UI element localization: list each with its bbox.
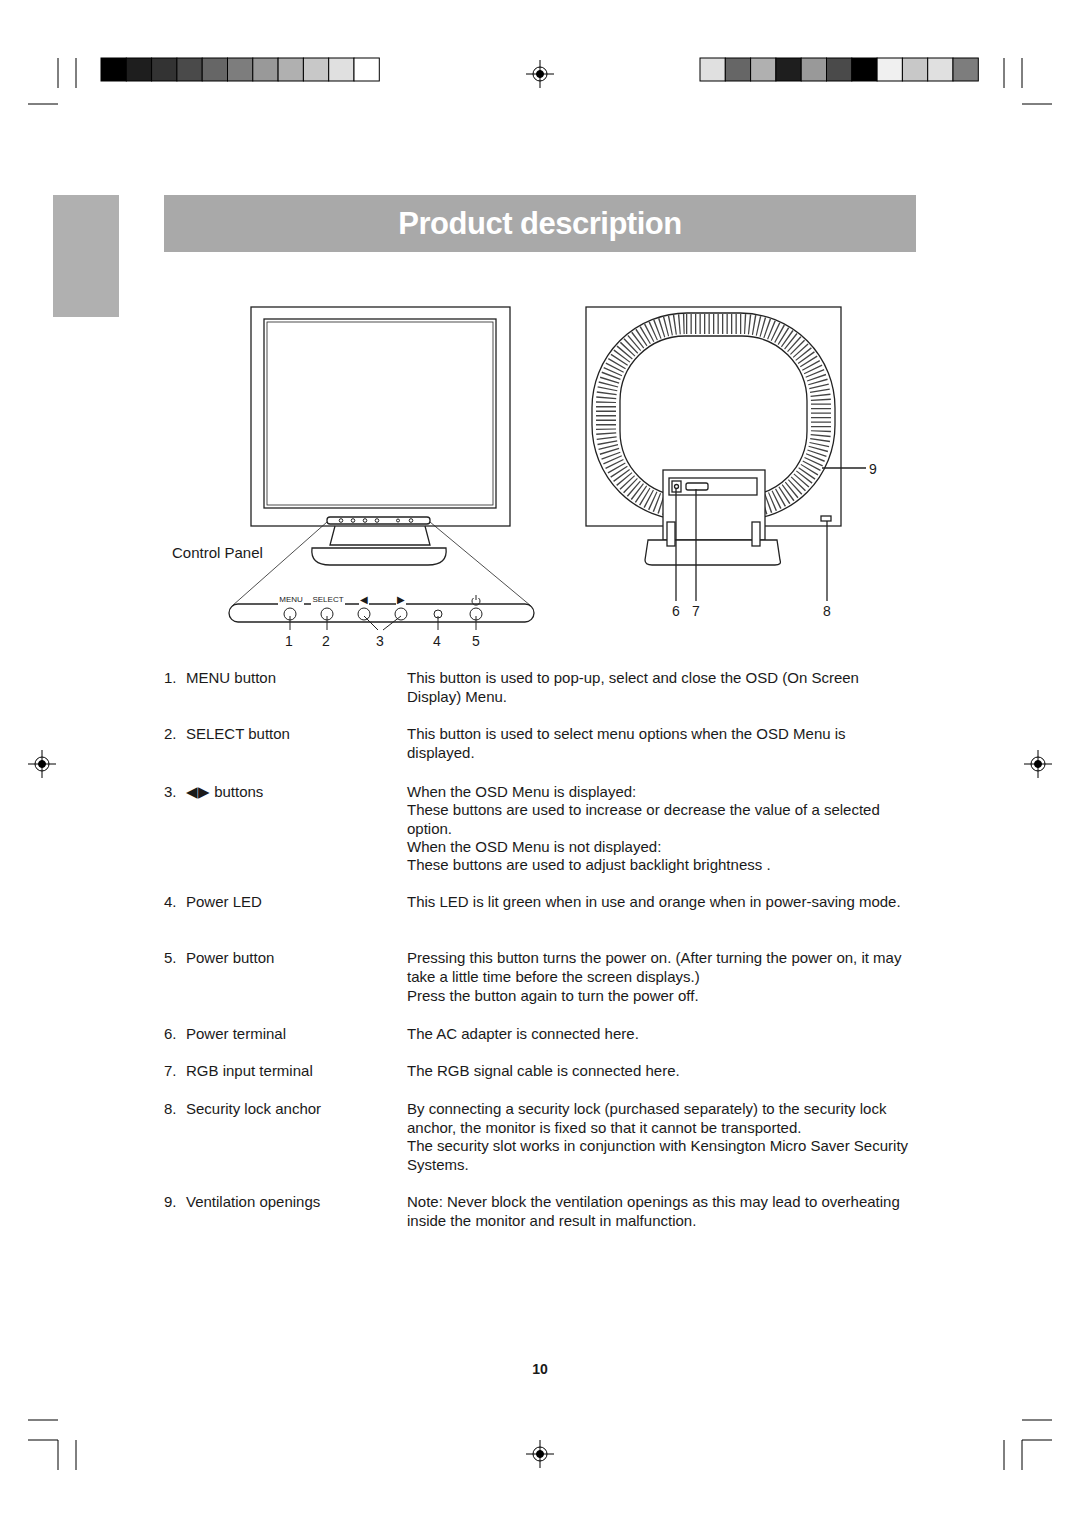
registration-stroke xyxy=(1038,750,1039,778)
callout-number: 3 xyxy=(375,632,385,651)
description-text: Security lock anchor xyxy=(186,1100,321,1119)
registration-marks xyxy=(28,58,1052,1470)
title-band: Product description xyxy=(164,195,916,252)
description-text: This LED is lit green when in use and or… xyxy=(407,893,917,912)
registration-stroke xyxy=(1022,1420,1052,1421)
button-label: MENU xyxy=(278,596,304,605)
registration-stroke xyxy=(1022,104,1052,105)
color-bar xyxy=(852,58,877,81)
description-text: RGB input terminal xyxy=(186,1062,313,1081)
color-bar xyxy=(152,58,177,81)
description-text: These buttons are used to increase or de… xyxy=(407,801,917,838)
color-bar xyxy=(177,58,202,81)
front-buttons xyxy=(284,519,482,620)
registration-stroke xyxy=(1004,58,1005,88)
page-title: Product description xyxy=(398,206,681,242)
front-leader-lines xyxy=(290,616,476,630)
color-bar xyxy=(776,58,801,81)
color-bar xyxy=(101,58,126,81)
registration-stroke xyxy=(76,58,77,88)
color-bar xyxy=(801,58,826,81)
color-bar xyxy=(928,58,953,81)
callout-number: 6 xyxy=(671,602,681,621)
callout-number: 7 xyxy=(691,602,701,621)
registration-stroke xyxy=(1004,1440,1005,1470)
callout-number: 8 xyxy=(822,602,832,621)
color-bar xyxy=(700,58,725,81)
color-bar xyxy=(228,58,253,81)
color-bar xyxy=(827,58,852,81)
description-text: This button is used to pop-up, select an… xyxy=(407,669,917,706)
description-text: The AC adapter is connected here. xyxy=(407,1025,917,1044)
back-monitor xyxy=(586,307,841,565)
page-number: 10 xyxy=(531,1360,549,1379)
description-text: 4. xyxy=(164,893,177,912)
color-bar xyxy=(354,58,379,81)
description-text: By connecting a security lock (purchased… xyxy=(407,1100,917,1137)
description-text: ◀▶ buttons xyxy=(186,783,263,802)
side-tab xyxy=(53,195,119,317)
power-symbol xyxy=(472,595,480,605)
color-bar xyxy=(953,58,978,81)
description-text: The RGB signal cable is connected here. xyxy=(407,1062,917,1081)
description-text: Power terminal xyxy=(186,1025,286,1044)
description-text: MENU button xyxy=(186,669,276,688)
callout-number: 9 xyxy=(868,460,878,479)
color-bar xyxy=(303,58,328,81)
description-text: When the OSD Menu is not displayed: xyxy=(407,838,917,857)
description-text: When the OSD Menu is displayed: xyxy=(407,783,917,802)
color-bar xyxy=(751,58,776,81)
registration-stroke xyxy=(76,1440,77,1470)
color-bar xyxy=(877,58,902,81)
registration-stroke xyxy=(1022,1440,1023,1470)
description-text: SELECT button xyxy=(186,725,290,744)
color-bar xyxy=(253,58,278,81)
description-text: Ventilation openings xyxy=(186,1193,320,1212)
registration-stroke xyxy=(42,750,43,778)
description-text: 1. xyxy=(164,669,177,688)
button-label: ▶ xyxy=(396,594,406,605)
description-text: 8. xyxy=(164,1100,177,1119)
description-text: Power LED xyxy=(186,893,262,912)
registration-stroke xyxy=(28,1420,58,1421)
description-text: 5. xyxy=(164,949,177,968)
callout-number: 1 xyxy=(284,632,294,651)
back-leader-lines xyxy=(676,468,866,601)
description-text: 2. xyxy=(164,725,177,744)
description-text: 3. xyxy=(164,783,177,802)
color-bar xyxy=(126,58,151,81)
color-bar xyxy=(278,58,303,81)
color-bar xyxy=(902,58,927,81)
color-bar xyxy=(202,58,227,81)
color-bar xyxy=(329,58,354,81)
registration-stroke xyxy=(540,60,541,88)
description-text: The security slot works in conjunction w… xyxy=(407,1137,917,1174)
front-monitor xyxy=(229,307,534,622)
registration-stroke xyxy=(58,58,59,88)
callout-number: 2 xyxy=(321,632,331,651)
registration-stroke xyxy=(58,1440,59,1470)
callout-number: 4 xyxy=(432,632,442,651)
registration-stroke xyxy=(28,104,58,105)
callout-number: Control Panel xyxy=(172,544,263,563)
description-text: This button is used to select menu optio… xyxy=(407,725,917,762)
description-text: Pressing this button turns the power on.… xyxy=(407,949,917,986)
description-text: Power button xyxy=(186,949,274,968)
registration-stroke xyxy=(540,1440,541,1468)
description-text: 9. xyxy=(164,1193,177,1212)
color-bar xyxy=(725,58,750,81)
description-text: These buttons are used to adjust backlig… xyxy=(407,856,917,875)
description-text: Note: Never block the ventilation openin… xyxy=(407,1193,917,1230)
callout-number: 5 xyxy=(471,632,481,651)
registration-stroke xyxy=(28,1440,58,1441)
registration-stroke xyxy=(1022,1440,1052,1441)
registration-stroke xyxy=(1022,58,1023,88)
button-label: SELECT xyxy=(311,596,344,605)
description-text: 6. xyxy=(164,1025,177,1044)
description-text: 7. xyxy=(164,1062,177,1081)
button-label: ◀ xyxy=(359,594,369,605)
description-text: Press the button again to turn the power… xyxy=(407,987,917,1006)
